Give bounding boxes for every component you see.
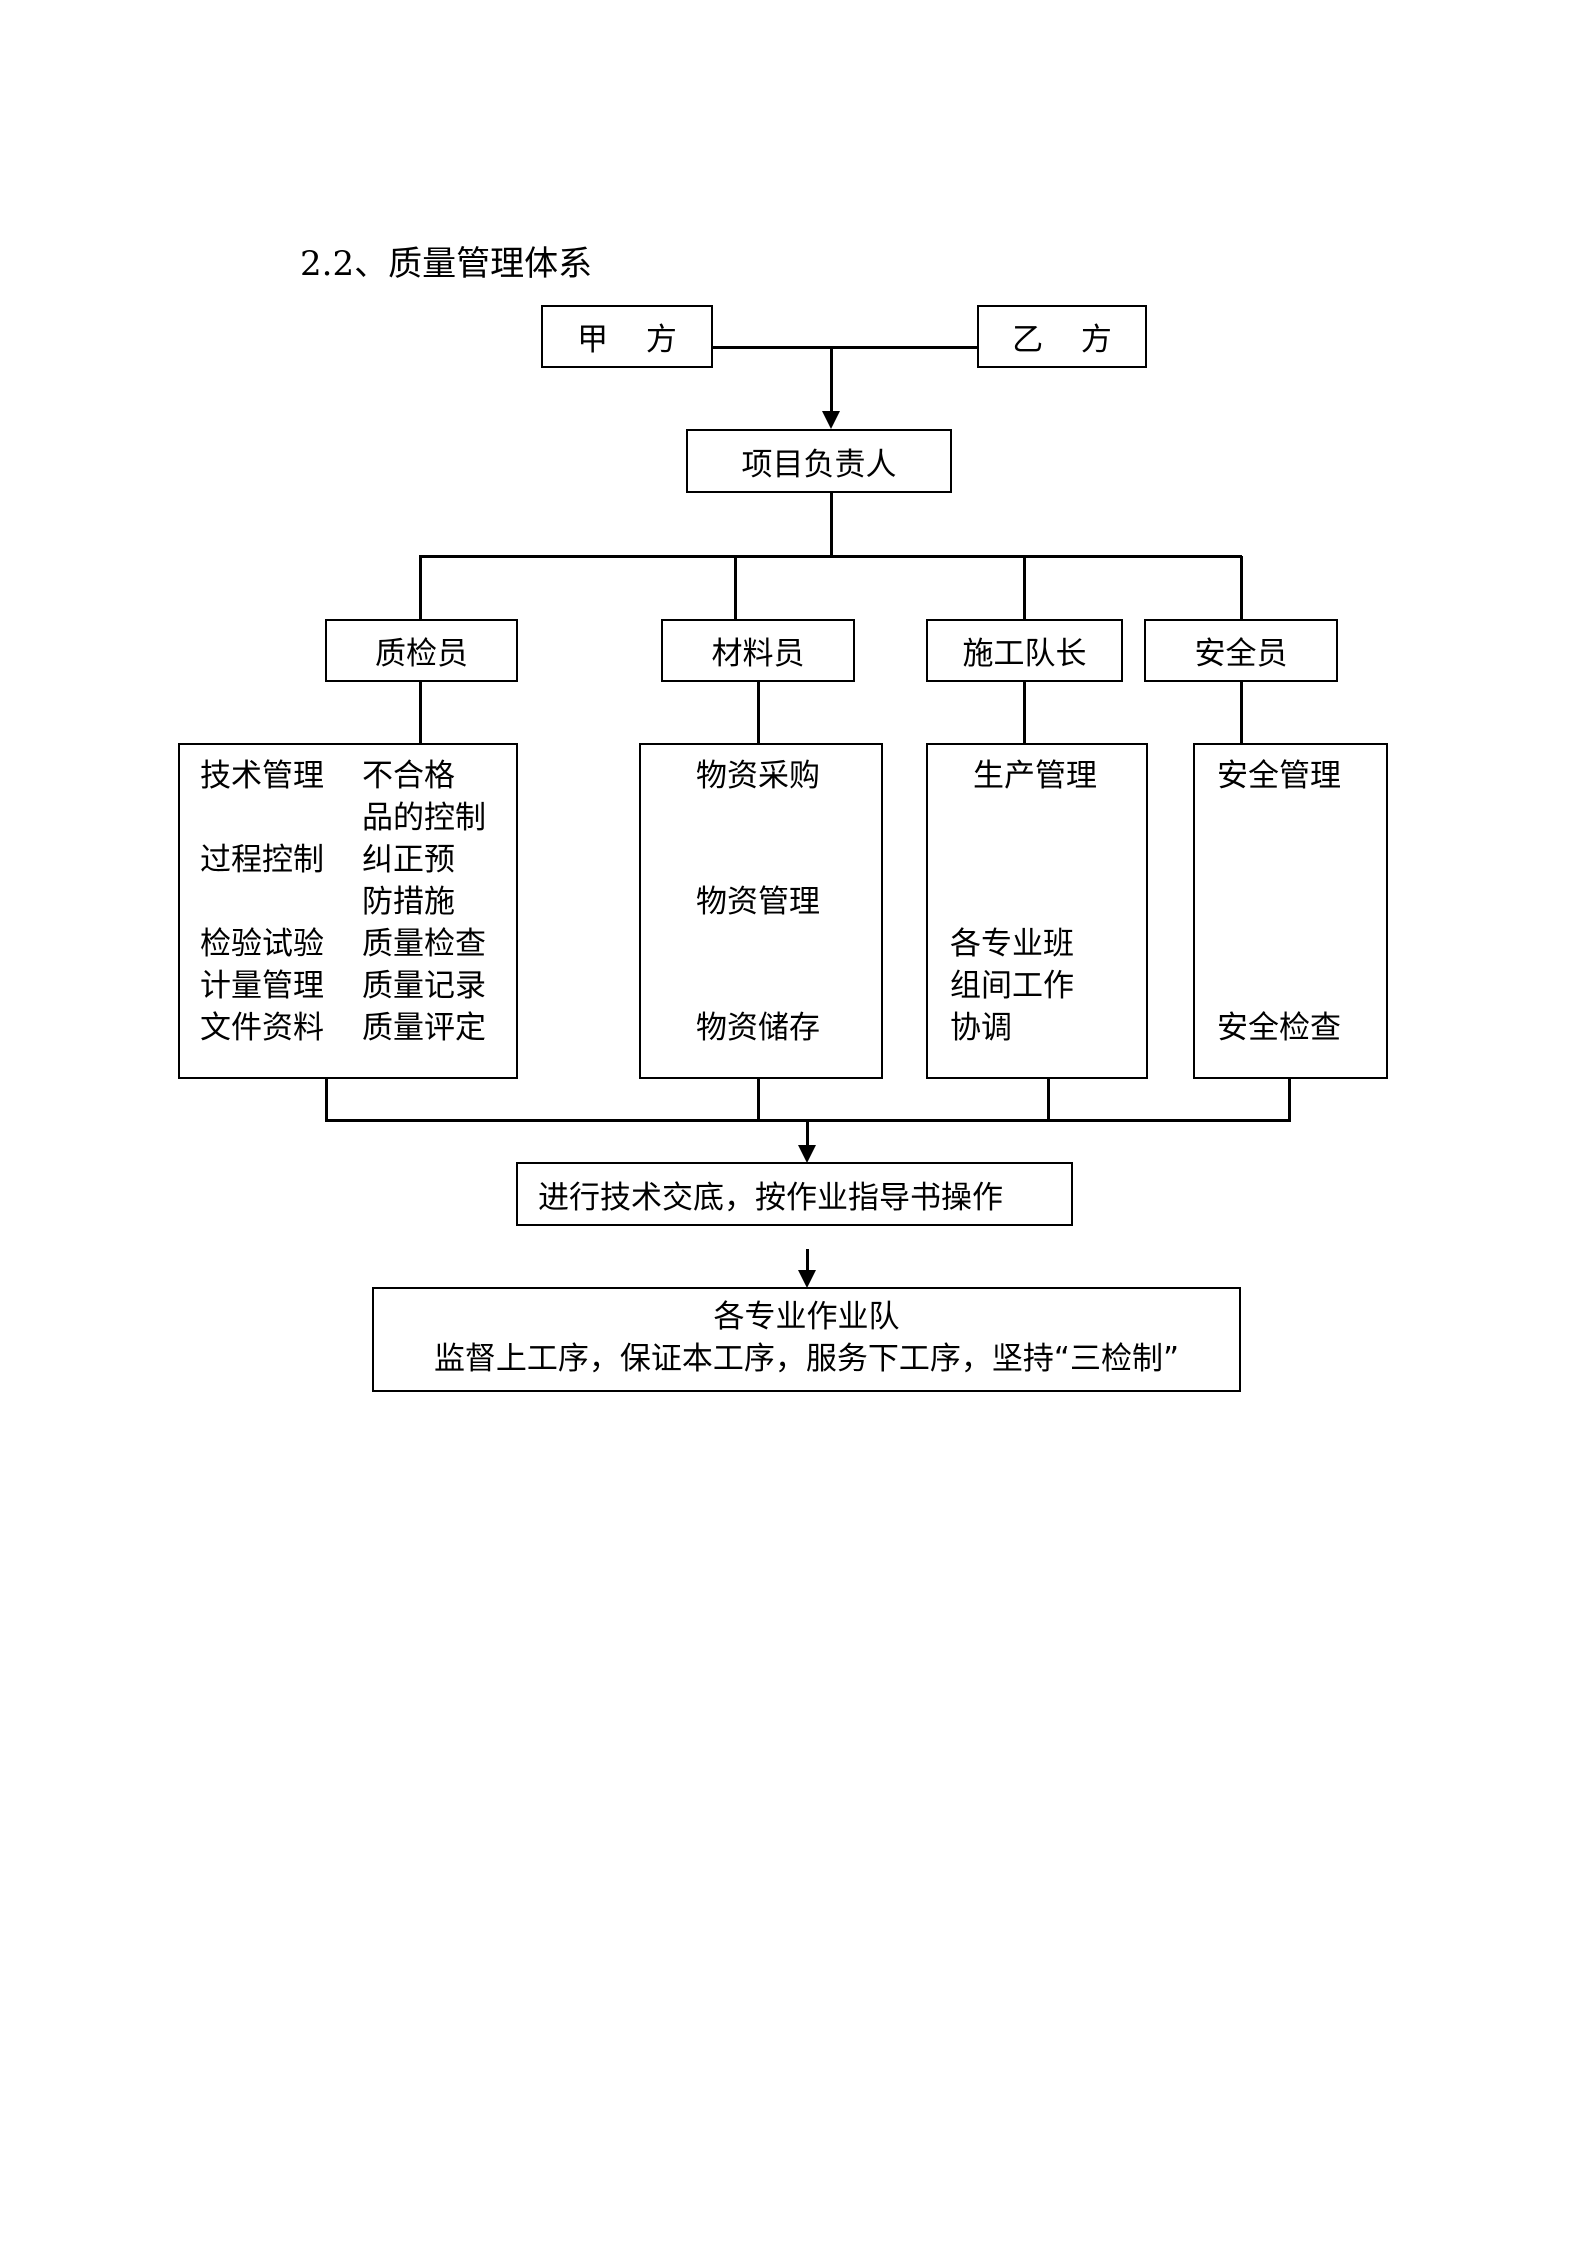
safety-duty-1: 安全管理 [1217, 758, 1341, 794]
arrow-to-leader [822, 411, 840, 429]
connector-team-leader-duties [1023, 682, 1026, 744]
briefing-label: 进行技术交底，按作业指导书操作 [538, 1179, 1003, 1216]
team-leader-label: 施工队长 [962, 636, 1087, 672]
connector-materials-merge [757, 1079, 760, 1120]
team-leader-duty-4: 协调 [950, 1010, 1012, 1046]
connector-safety-drop [1240, 556, 1243, 620]
inspector-duty-right-5: 质量检查 [362, 926, 486, 962]
safety-duties-box: 安全管理 安全检查 [1193, 743, 1388, 1079]
inspector-duty-left-3: 过程控制 [200, 842, 324, 878]
materials-duty-1: 物资采购 [696, 758, 820, 794]
connector-team-leader-merge [1047, 1079, 1050, 1120]
connector-team-leader-drop [1023, 556, 1026, 620]
inspector-label: 质检员 [375, 636, 468, 672]
team-leader-duty-3: 组间工作 [950, 968, 1074, 1004]
inspector-duty-left-1: 技术管理 [200, 758, 324, 794]
materials-box: 材料员 [661, 619, 855, 682]
safety-box: 安全员 [1144, 619, 1338, 682]
project-leader-box: 项目负责人 [686, 429, 952, 493]
page-title: 2.2、质量管理体系 [300, 244, 593, 284]
party-a-box: 甲 方 [541, 305, 713, 368]
party-b-label: 乙 方 [1012, 322, 1126, 358]
connector-roles-bus [419, 555, 1242, 558]
materials-label: 材料员 [711, 636, 805, 672]
inspector-duty-right-1: 不合格 [362, 758, 455, 794]
connector-to-briefing [806, 1120, 809, 1146]
project-leader-label: 项目负责人 [741, 446, 897, 483]
connector-materials-duties [757, 682, 760, 744]
materials-duty-2: 物资管理 [696, 884, 820, 920]
team-leader-box: 施工队长 [926, 619, 1123, 682]
safety-label: 安全员 [1194, 636, 1288, 672]
party-a-label: 甲 方 [577, 322, 691, 358]
team-leader-duty-1: 生产管理 [973, 758, 1097, 794]
crews-line-2: 监督上工序，保证本工序，服务下工序，坚持“三检制” [433, 1341, 1180, 1377]
crews-line-1: 各专业作业队 [713, 1299, 900, 1335]
connector-inspector-duties [419, 682, 422, 744]
materials-duties-box: 物资采购 物资管理 物资储存 [639, 743, 883, 1079]
inspector-duty-left-5: 检验试验 [200, 926, 324, 962]
inspector-duty-left-6: 计量管理 [200, 968, 324, 1004]
inspector-duty-right-2: 品的控制 [362, 800, 486, 836]
connector-parties [713, 346, 977, 349]
inspector-duty-right-3: 纠正预 [362, 842, 455, 878]
connector-inspector-drop [419, 556, 422, 620]
arrow-to-briefing [798, 1145, 816, 1163]
connector-to-leader [830, 347, 833, 412]
inspector-duties-box: 技术管理 过程控制 检验试验 计量管理 文件资料 不合格 品的控制 纠正预 防措… [178, 743, 518, 1079]
arrow-to-crews [798, 1270, 816, 1288]
safety-duty-2: 安全检查 [1217, 1010, 1341, 1046]
connector-leader-down [830, 493, 833, 556]
connector-safety-duties [1240, 682, 1243, 744]
materials-duty-3: 物资储存 [696, 1010, 820, 1046]
party-b-box: 乙 方 [977, 305, 1147, 368]
inspector-duty-left-7: 文件资料 [200, 1010, 324, 1046]
connector-to-crews [806, 1249, 809, 1271]
team-leader-duty-2: 各专业班 [950, 926, 1074, 962]
crews-box: 各专业作业队 监督上工序，保证本工序，服务下工序，坚持“三检制” [372, 1287, 1241, 1392]
inspector-box: 质检员 [325, 619, 518, 682]
inspector-duty-right-6: 质量记录 [362, 968, 486, 1004]
briefing-box: 进行技术交底，按作业指导书操作 [516, 1162, 1073, 1226]
inspector-duty-right-4: 防措施 [362, 884, 455, 920]
team-leader-duties-box: 生产管理 各专业班 组间工作 协调 [926, 743, 1148, 1079]
inspector-duty-right-7: 质量评定 [362, 1010, 486, 1046]
connector-materials-drop [734, 556, 737, 620]
connector-inspector-merge [325, 1079, 328, 1120]
connector-safety-merge [1288, 1079, 1291, 1120]
